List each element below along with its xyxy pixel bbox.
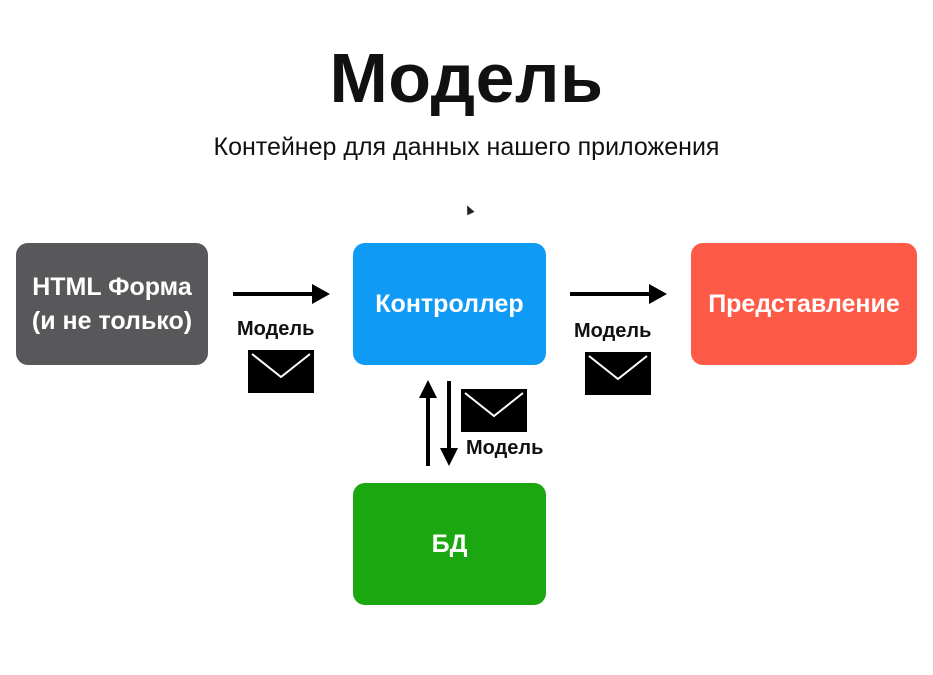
edge-label-controller-db: Модель xyxy=(466,437,544,459)
arrow-icon xyxy=(440,381,458,466)
node-controller: Контроллер xyxy=(353,243,546,365)
envelope-icon xyxy=(585,352,651,395)
node-html-form-line2: (и не только) xyxy=(31,307,193,335)
node-view: Представление xyxy=(691,243,917,365)
arrow-icon xyxy=(233,284,330,304)
arrow-icon xyxy=(419,380,437,466)
edge-label-form-controller: Модель xyxy=(237,318,315,340)
envelope-icon xyxy=(248,350,314,393)
page-title: Модель xyxy=(329,39,604,117)
arrow-icon xyxy=(570,284,667,304)
node-html-form-line1: HTML Форма xyxy=(32,273,192,301)
node-view-label: Представление xyxy=(708,289,900,318)
node-database: БД xyxy=(353,483,546,605)
node-html-form: HTML Форма (и не только) xyxy=(16,243,208,365)
edge-label-controller-view: Модель xyxy=(574,320,652,342)
envelope-icon xyxy=(461,389,527,432)
node-database-label: БД xyxy=(431,529,468,558)
page-subtitle: Контейнер для данных нашего приложения xyxy=(213,133,720,161)
node-controller-label: Контроллер xyxy=(375,289,524,318)
